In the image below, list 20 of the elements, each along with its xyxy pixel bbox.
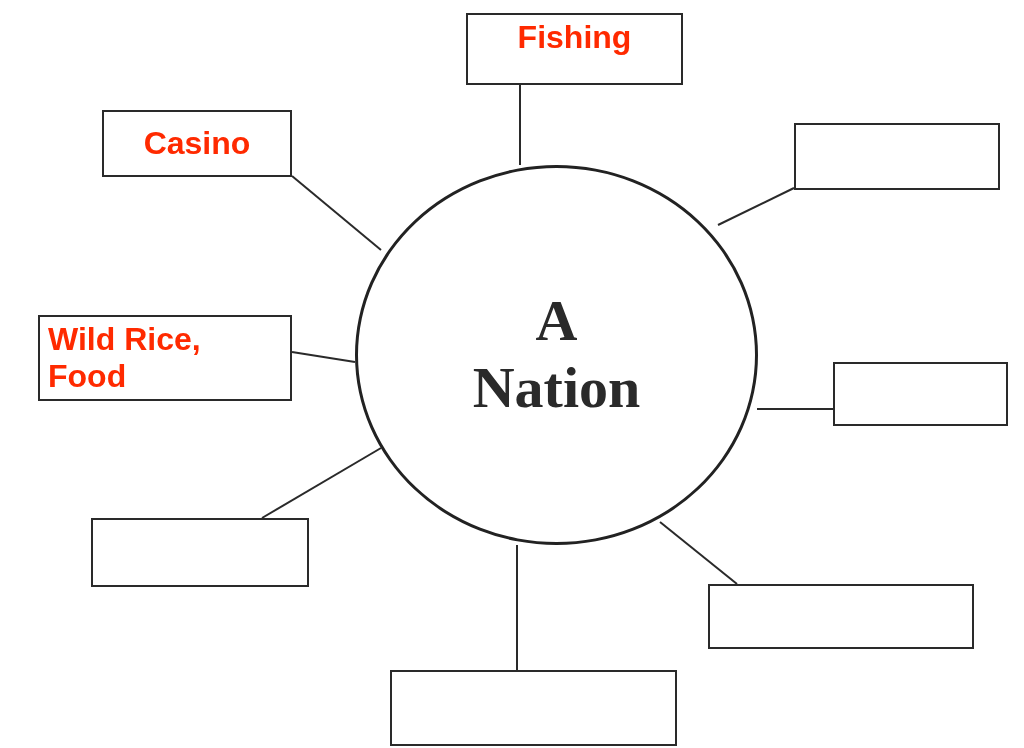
connector-line — [261, 447, 382, 519]
empty-box — [91, 518, 309, 587]
box-label: Wild Rice, Food — [48, 321, 202, 395]
connector-line — [756, 408, 834, 410]
label-box — [466, 13, 683, 85]
connector-line — [291, 175, 382, 251]
label-box — [38, 315, 292, 401]
label-box — [102, 110, 292, 177]
empty-box — [794, 123, 1000, 190]
connector-line — [291, 351, 356, 363]
connector-line — [519, 84, 521, 166]
hub-title: A Nation — [471, 288, 642, 422]
box-label: Fishing — [517, 19, 632, 56]
connector-line — [659, 521, 738, 585]
box-label: Casino — [143, 125, 251, 162]
empty-box — [833, 362, 1008, 426]
connector-line — [717, 187, 795, 226]
empty-box — [708, 584, 974, 649]
connector-line — [516, 544, 518, 671]
empty-box — [390, 670, 677, 746]
